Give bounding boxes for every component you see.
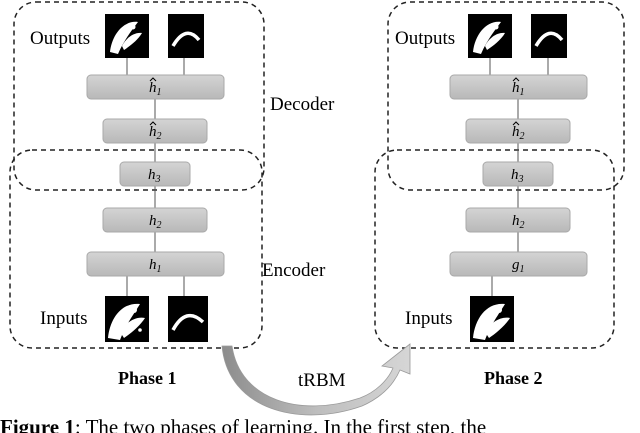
phase2-encoder-group	[374, 149, 615, 349]
phase1-inputs-label: Inputs	[40, 308, 88, 329]
phase2-output-image-1	[468, 14, 512, 58]
svg-text:h2: h2	[149, 124, 162, 142]
phase1-output-image-1	[105, 14, 149, 58]
svg-text:h1: h1	[512, 80, 525, 98]
phase2-layer-h1-hat	[449, 74, 588, 100]
svg-text:h1: h1	[149, 257, 162, 275]
svg-text:h2: h2	[512, 124, 525, 142]
trbm-label: tRBM	[298, 370, 346, 391]
phase2-layer-h2-hat	[465, 118, 571, 144]
phase2-layer-g1	[449, 251, 588, 277]
phase2-hat-2	[512, 121, 520, 126]
phase2-outputs-label: Outputs	[395, 28, 455, 49]
phase1-layer-label-4: h	[149, 213, 157, 229]
phase2-layer-label-5: g	[512, 257, 520, 273]
phase1-decoder-label: Decoder	[270, 94, 335, 115]
phase1-hat-2	[149, 121, 157, 126]
phase1-layer-h1	[86, 251, 225, 277]
phase1-layer-h2	[102, 207, 208, 233]
phase2-layer-label-4: h	[512, 213, 520, 229]
phase1-decoder-group	[13, 1, 265, 191]
phase2-output-image-2	[531, 14, 567, 58]
svg-text:h3: h3	[511, 167, 524, 185]
svg-text:h2: h2	[512, 213, 525, 231]
phase1-layer-label-1: h	[149, 80, 157, 96]
phase1-encoder-group	[9, 149, 263, 349]
caption-figure-number: Figure 1	[0, 415, 75, 433]
phase1-title: Phase 1	[118, 368, 177, 388]
phase1-hat-1	[149, 77, 157, 82]
phase2-layer-h3	[482, 161, 554, 187]
phase1-layer-label-2: h	[149, 124, 157, 140]
svg-text:h3: h3	[148, 167, 161, 185]
caption-text: : The two phases of learning. In the fir…	[74, 415, 487, 433]
svg-text:g1: g1	[512, 257, 525, 275]
phase1-layer-h3	[119, 161, 191, 187]
phase2-decoder-group	[387, 1, 625, 191]
phase1-encoder-label: Encoder	[262, 260, 326, 281]
phase1-input-image-2	[168, 296, 208, 342]
figure-caption: Figure 1: The two phases of learning. In…	[0, 412, 640, 433]
phase2-input-image-1	[470, 296, 514, 342]
phase2-inputs-label: Inputs	[405, 308, 453, 329]
phase2-layer-label-3: h	[511, 167, 519, 183]
svg-text:h1: h1	[149, 80, 162, 98]
phase2-title: Phase 2	[484, 368, 543, 388]
svg-text:h2: h2	[149, 213, 162, 231]
phase1-layer-label-5: h	[149, 257, 157, 273]
phase2-hat-1	[512, 77, 520, 82]
phase2-layer-label-2: h	[512, 124, 520, 140]
phase1-output-image-2	[168, 14, 204, 58]
phase1-input-image-1	[105, 296, 149, 342]
phase1-outputs-label: Outputs	[30, 28, 90, 49]
trbm-transfer-arrow: tRBM	[221, 343, 411, 416]
curved-arrow-icon	[221, 343, 411, 416]
phase2-layer-h2	[465, 207, 571, 233]
phase2-layer-label-1: h	[512, 80, 520, 96]
phase2-network: h1 h2 h3 h2 g1 Outputs Inputs	[374, 1, 625, 388]
phase1-network: h1 h2 h3 h2 h1	[9, 1, 335, 388]
phase1-layer-label-3: h	[148, 167, 156, 183]
phase1-layer-h1-hat	[86, 74, 225, 100]
phase1-layer-h2-hat	[102, 118, 208, 144]
